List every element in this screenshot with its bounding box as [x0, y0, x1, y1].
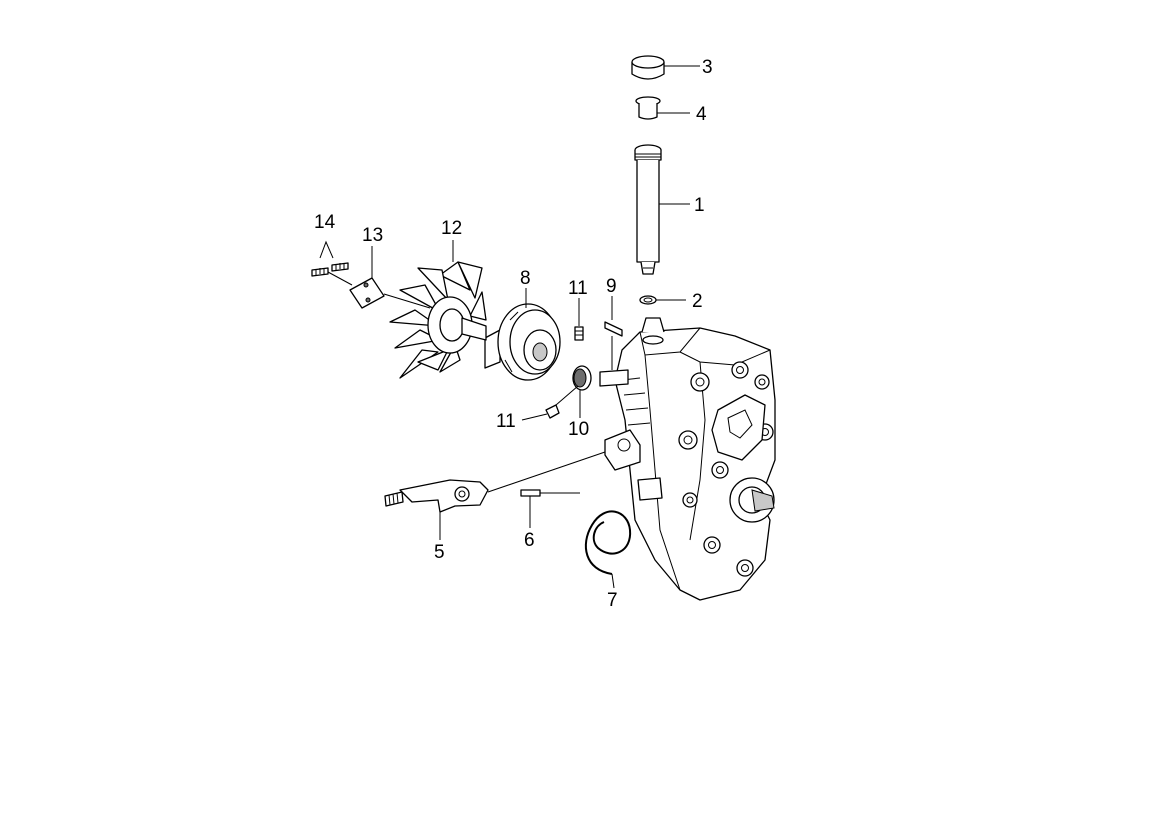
bracket-arm [384, 451, 606, 540]
callout-8: 8 [520, 268, 531, 289]
callout-11-top: 11 [568, 278, 588, 299]
callout-6: 6 [524, 530, 535, 551]
callout-7: 7 [607, 590, 618, 611]
callout-2: 2 [692, 291, 703, 312]
retaining-plate [349, 246, 431, 309]
reservoir-cap [631, 55, 700, 80]
reservoir-tube [634, 144, 690, 275]
set-screw-bottom [521, 385, 579, 421]
callout-4: 4 [696, 104, 707, 125]
bushing [572, 365, 592, 418]
callout-13: 13 [362, 225, 383, 246]
shaft-key [604, 296, 623, 370]
filter-sleeve [635, 96, 690, 120]
mounting-bolts [311, 240, 353, 286]
set-screw-top [574, 298, 584, 341]
drive-pulley [484, 288, 561, 381]
roll-pin [520, 489, 580, 528]
callout-11-bottom: 11 [496, 411, 516, 432]
callout-1: 1 [694, 195, 705, 216]
o-ring [639, 295, 686, 305]
callout-14: 14 [314, 212, 336, 233]
cooling-fan [389, 240, 487, 379]
callout-3: 3 [702, 57, 713, 78]
callout-12: 12 [441, 218, 462, 239]
callout-9: 9 [606, 276, 617, 297]
spring-ring [584, 510, 632, 589]
callout-5: 5 [434, 542, 445, 563]
transmission-housing [599, 317, 776, 601]
callout-10: 10 [568, 419, 589, 440]
